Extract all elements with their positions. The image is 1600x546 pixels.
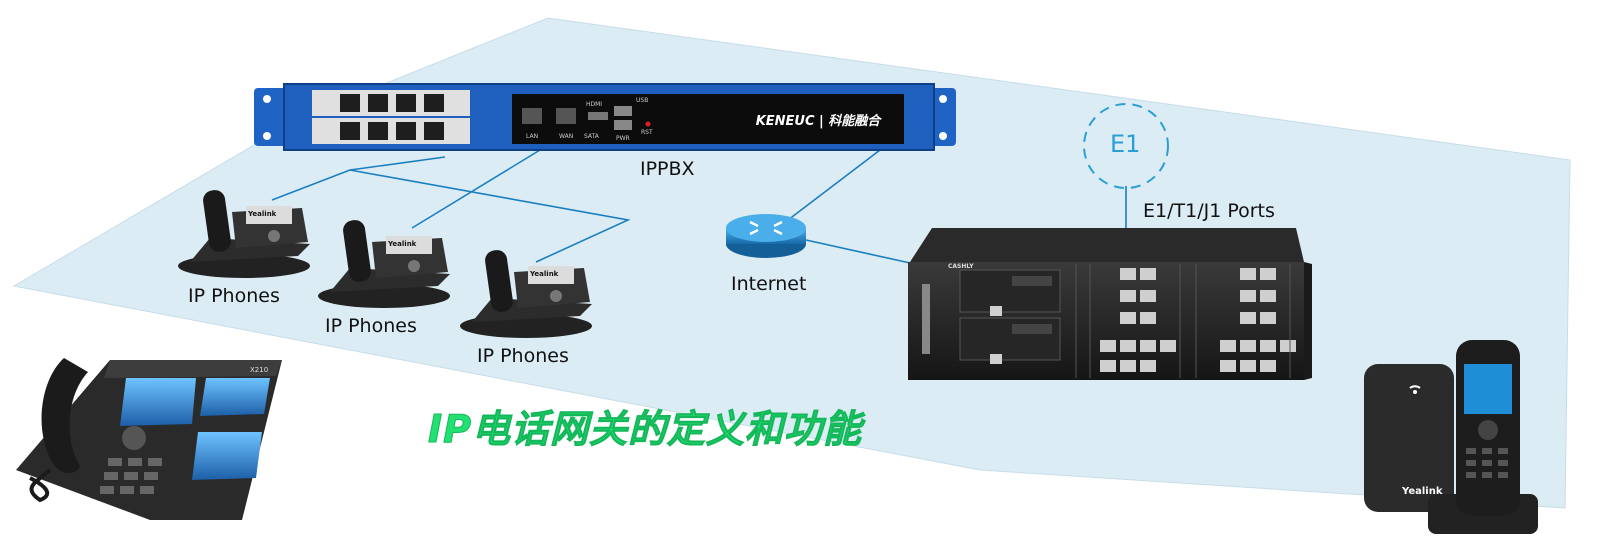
- gateway-chassis-icon: [908, 228, 1312, 380]
- ippbx-label: IPPBX: [640, 158, 695, 180]
- ip-phones-label-2: IP Phones: [325, 315, 417, 337]
- headline-title: IP电话网关的定义和功能: [428, 407, 862, 452]
- port-label-pwr: PWR: [616, 135, 630, 142]
- connection-lines: [271, 149, 1127, 264]
- ip-phones-label-3: IP Phones: [477, 345, 569, 367]
- port-label-usb: USB: [636, 97, 648, 104]
- ippbx-brand-text: KENEUC | 科能融合: [756, 113, 883, 129]
- phone-brand: Yealink: [247, 210, 277, 218]
- phone-brand: Yealink: [387, 240, 417, 248]
- port-label-lan: LAN: [526, 133, 538, 140]
- dect-phone-icon: [1364, 340, 1538, 534]
- gateway-brand-text: CASHLY: [948, 263, 974, 270]
- router-icon: [726, 214, 806, 258]
- desk-phone-icon: [16, 358, 282, 520]
- e1-t1-j1-ports-label: E1/T1/J1 Ports: [1143, 200, 1275, 222]
- internet-label: Internet: [731, 273, 807, 295]
- link-ippbx-router: [787, 149, 881, 221]
- phone-brand: Yealink: [529, 270, 559, 278]
- ippbx-icon: [254, 83, 956, 151]
- port-label-hdmi: HDMI: [586, 101, 602, 108]
- e1-dashed-circle: [1083, 103, 1169, 189]
- e1-label: E1: [1110, 130, 1141, 158]
- port-label-rst: RST: [641, 129, 653, 136]
- link-router-gateway: [805, 239, 911, 264]
- link-phones-bus: [349, 169, 631, 263]
- ip-phones-label-1: IP Phones: [188, 285, 280, 307]
- ip-phone-icon: Yealink: [460, 250, 592, 338]
- port-label-sata: SATA: [584, 133, 600, 140]
- dect-brand-text: Yealink: [1401, 486, 1443, 497]
- ip-phone-icon: Yealink: [318, 220, 450, 308]
- port-label-wan: WAN: [559, 133, 573, 140]
- desk-phone-model-text: X210: [250, 366, 268, 374]
- ip-phone-icon: Yealink: [178, 190, 310, 278]
- link-ippbx-phone-2: [411, 149, 541, 229]
